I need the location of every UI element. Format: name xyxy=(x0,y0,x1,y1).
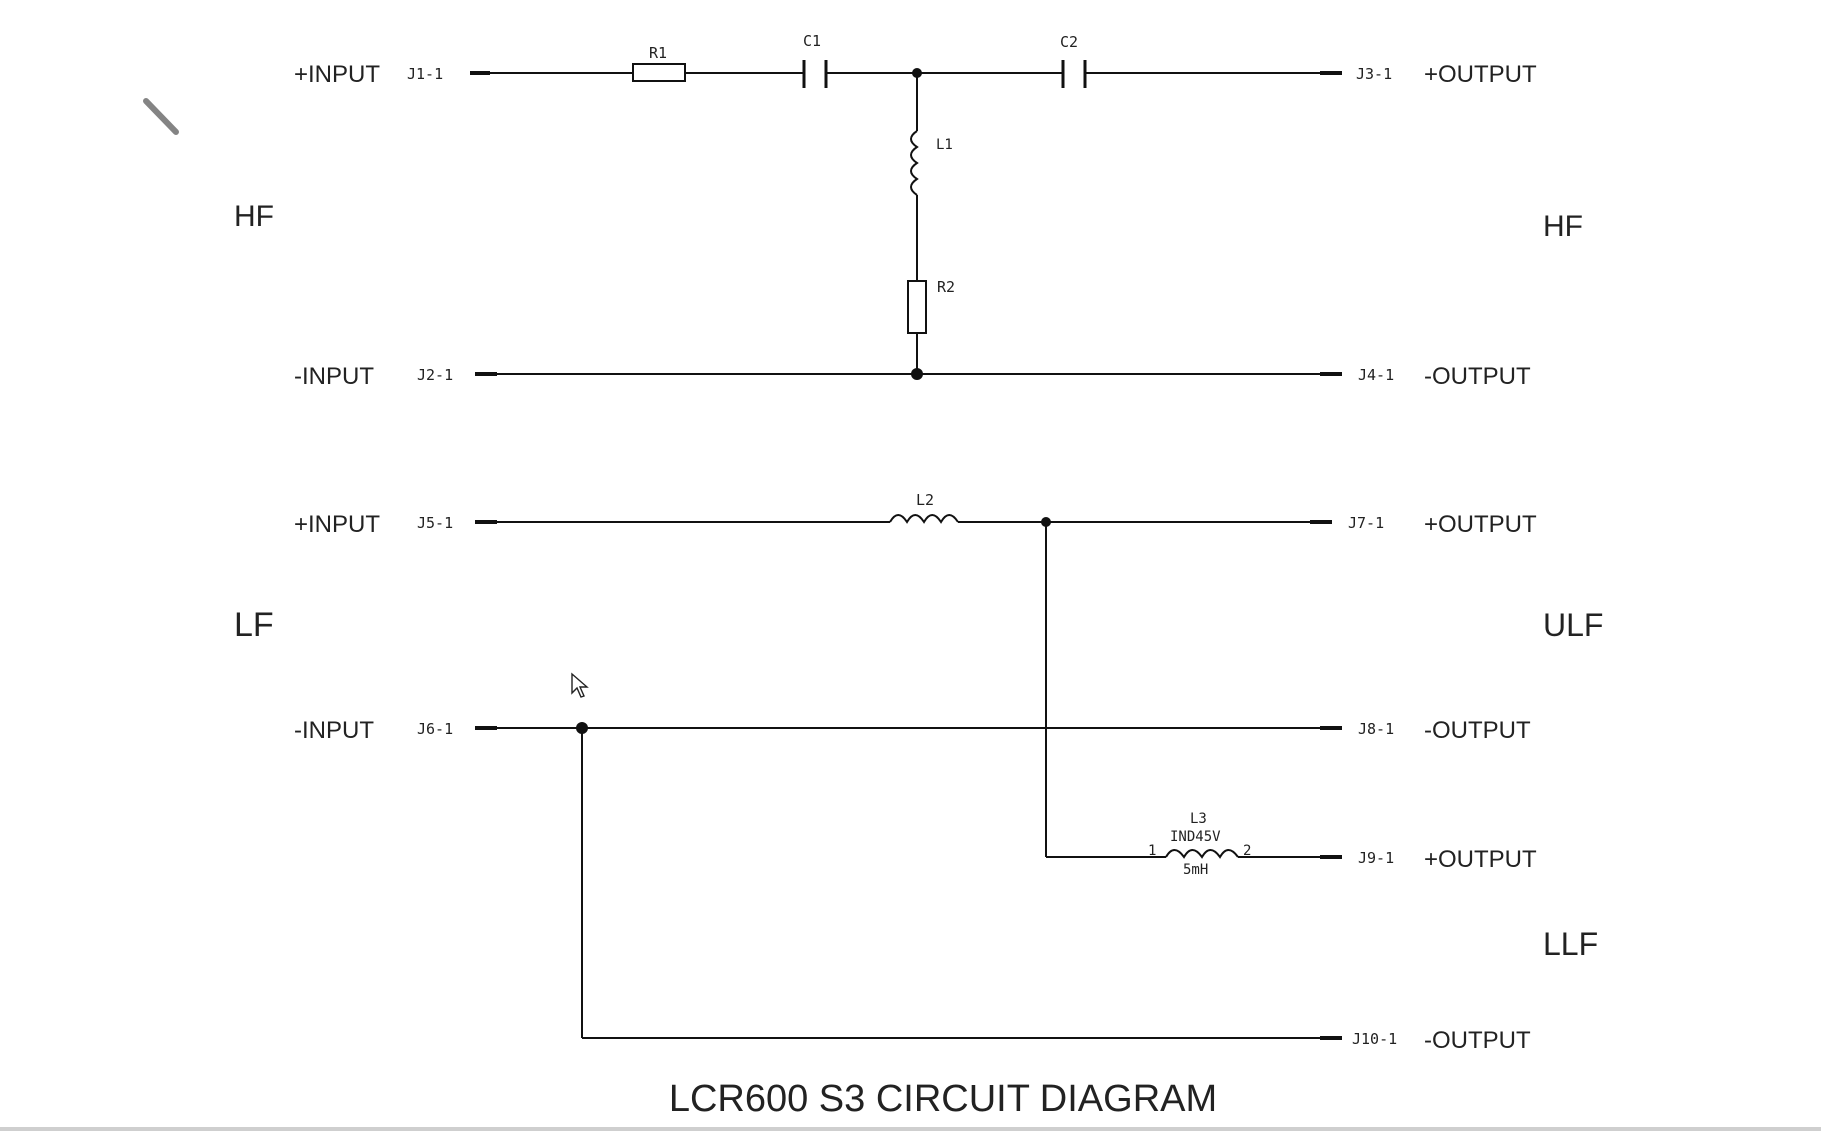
hf-pos-input-label: +INPUT xyxy=(294,61,380,88)
ulf-pos-output-label: +OUTPUT xyxy=(1424,511,1537,538)
l3-pin2-label: 2 xyxy=(1243,843,1251,859)
ulf-pos-output-pin: J7-1 xyxy=(1348,514,1384,532)
llf-pos-output-label: +OUTPUT xyxy=(1424,846,1537,873)
junction-dot xyxy=(912,68,922,78)
section-label-hf-left: HF xyxy=(234,200,274,233)
bottom-edge xyxy=(0,1127,1821,1131)
ulf-neg-output-pin: J8-1 xyxy=(1358,720,1394,738)
c1-label: C1 xyxy=(803,32,821,50)
hf-pos-output-label: +OUTPUT xyxy=(1424,61,1537,88)
l2-label: L2 xyxy=(916,491,934,509)
section-label-lf-left: LF xyxy=(234,606,274,644)
junction-dot xyxy=(1041,517,1051,527)
c2-label: C2 xyxy=(1060,33,1078,51)
lf-pos-input-label: +INPUT xyxy=(294,511,380,538)
r2-label: R2 xyxy=(937,278,955,296)
r1-label: R1 xyxy=(649,44,667,62)
section-label-llf-right: LLF xyxy=(1543,926,1598,962)
l3-value-label: 5mH xyxy=(1183,862,1208,878)
lf-neg-input-pin: J6-1 xyxy=(417,720,453,738)
diagram-title: LCR600 S3 CIRCUIT DIAGRAM xyxy=(669,1078,1217,1120)
hf-neg-output-pin: J4-1 xyxy=(1358,366,1394,384)
ulf-neg-output-label: -OUTPUT xyxy=(1424,717,1531,744)
cursor-icon xyxy=(571,672,589,698)
hf-neg-input-label: -INPUT xyxy=(294,363,374,390)
lf-neg-input-label: -INPUT xyxy=(294,717,374,744)
llf-neg-output-label: -OUTPUT xyxy=(1424,1027,1531,1054)
section-label-ulf-right: ULF xyxy=(1543,607,1603,643)
junction-dot xyxy=(576,722,588,734)
llf-neg-output-pin: J10-1 xyxy=(1352,1030,1397,1048)
lf-pos-input-pin: J5-1 xyxy=(417,514,453,532)
section-label-hf-right: HF xyxy=(1543,210,1583,243)
l3-part-label: IND45V xyxy=(1170,829,1221,845)
llf-pos-output-pin: J9-1 xyxy=(1358,849,1394,867)
l1-label: L1 xyxy=(936,137,953,153)
hf-neg-output-label: -OUTPUT xyxy=(1424,363,1531,390)
l3-label: L3 xyxy=(1190,811,1207,827)
wires xyxy=(470,60,1342,1040)
hf-pos-output-pin: J3-1 xyxy=(1356,65,1392,83)
junction-dot xyxy=(911,368,923,380)
hf-pos-input-pin: J1-1 xyxy=(407,65,443,83)
pen-mark xyxy=(143,98,179,135)
l3-pin1-label: 1 xyxy=(1148,843,1156,859)
hf-neg-input-pin: J2-1 xyxy=(417,366,453,384)
